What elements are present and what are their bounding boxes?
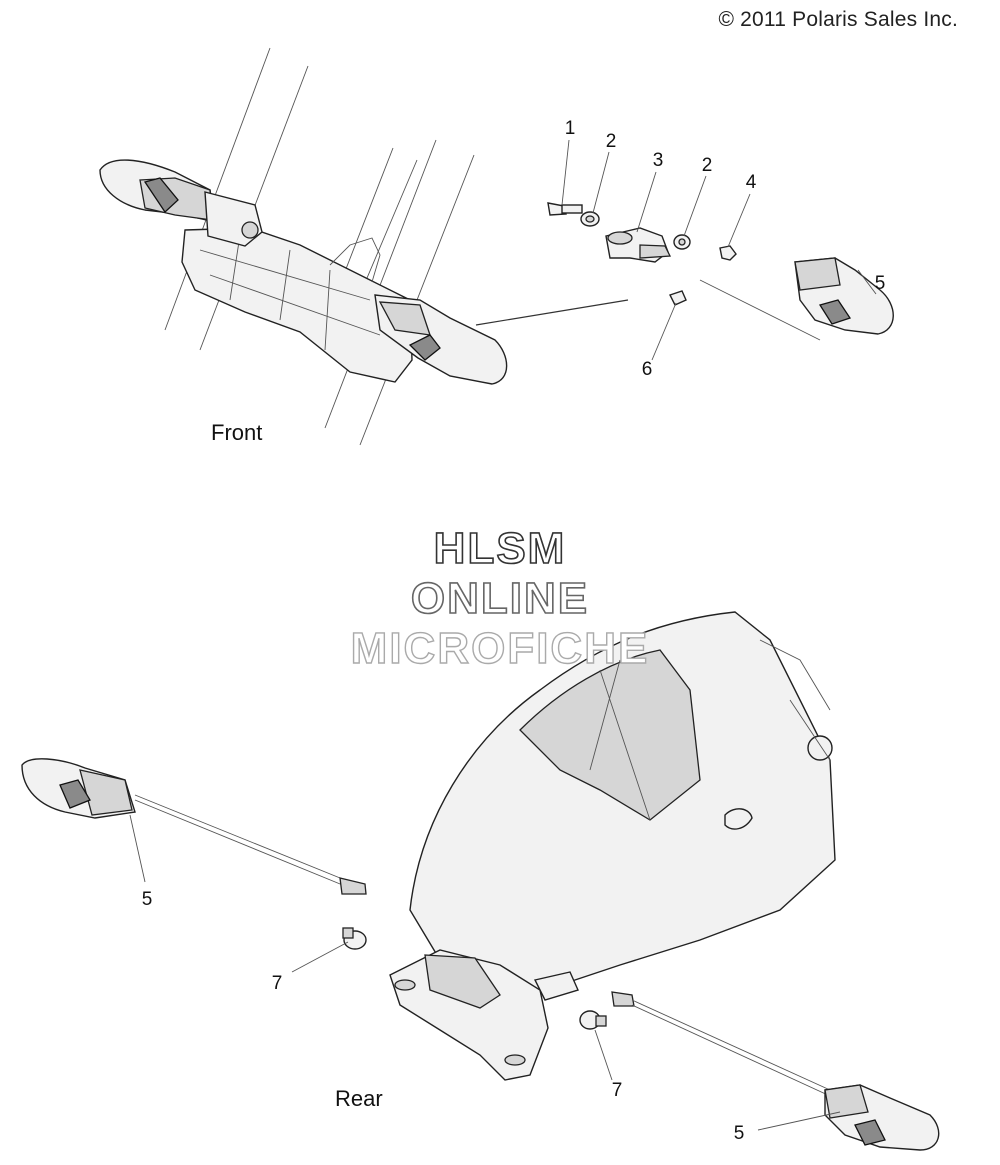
rear-right-turn-signal — [611, 991, 940, 1151]
callout-4: 4 — [745, 172, 757, 193]
callout-7b: 7 — [611, 1080, 623, 1101]
copyright-text: © 2011 Polaris Sales Inc. — [718, 8, 958, 31]
callout-6: 6 — [641, 359, 653, 380]
rear-fender — [409, 611, 836, 1001]
front-left-turn-signal — [99, 159, 263, 247]
clamp-part-3 — [605, 227, 672, 263]
leader-line-front — [475, 299, 629, 326]
front-turn-signal-part-5 — [699, 257, 894, 341]
callout-7a: 7 — [271, 973, 283, 994]
callout-5c: 5 — [733, 1123, 745, 1144]
front-right-turn-signal — [374, 294, 508, 385]
callout-2b: 2 — [701, 155, 713, 176]
watermark-line3: MICROFICHE — [350, 623, 650, 673]
callout-3: 3 — [652, 150, 664, 171]
section-label-rear: Rear — [335, 1086, 383, 1111]
washer-part-2b — [673, 234, 691, 250]
callout-leaders-rear — [129, 814, 841, 1131]
washer-part-2a — [580, 211, 600, 227]
bolt-part-1 — [547, 202, 583, 216]
watermark-line2: ONLINE — [410, 573, 590, 624]
screw-part-6 — [669, 290, 687, 306]
callout-1: 1 — [564, 118, 576, 139]
callout-2a: 2 — [605, 131, 617, 152]
callout-leaders-front — [561, 139, 877, 361]
triple-clamp — [181, 227, 413, 383]
license-bracket — [389, 949, 579, 1081]
section-label-front: Front — [211, 420, 263, 445]
callout-5a: 5 — [874, 273, 886, 294]
screw-part-7b — [579, 1010, 607, 1030]
nut-part-4 — [719, 245, 737, 261]
screw-part-7a — [342, 927, 367, 950]
watermark-line1: HLSM — [433, 523, 567, 574]
rear-left-turn-signal — [21, 758, 367, 895]
callout-5b: 5 — [141, 889, 153, 910]
